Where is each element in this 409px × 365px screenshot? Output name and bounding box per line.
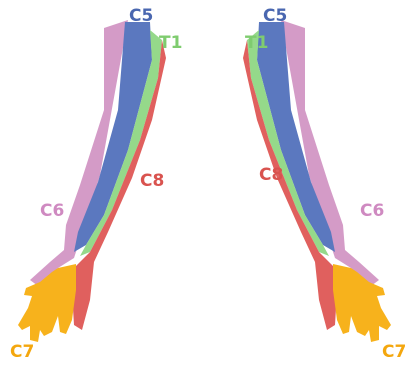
left-label-c7: C7	[10, 342, 34, 362]
right-label-c8: C8	[259, 165, 283, 185]
right-arm	[233, 14, 391, 342]
right-label-t1: T1	[245, 33, 268, 53]
left-label-c5: C5	[129, 6, 153, 26]
left-label-t1: T1	[159, 33, 182, 53]
right-label-c7: C7	[382, 342, 406, 362]
left-label-c6: C6	[40, 201, 64, 221]
left-label-c8: C8	[140, 171, 164, 191]
right-label-c5: C5	[263, 6, 287, 26]
right-label-c6: C6	[360, 201, 384, 221]
